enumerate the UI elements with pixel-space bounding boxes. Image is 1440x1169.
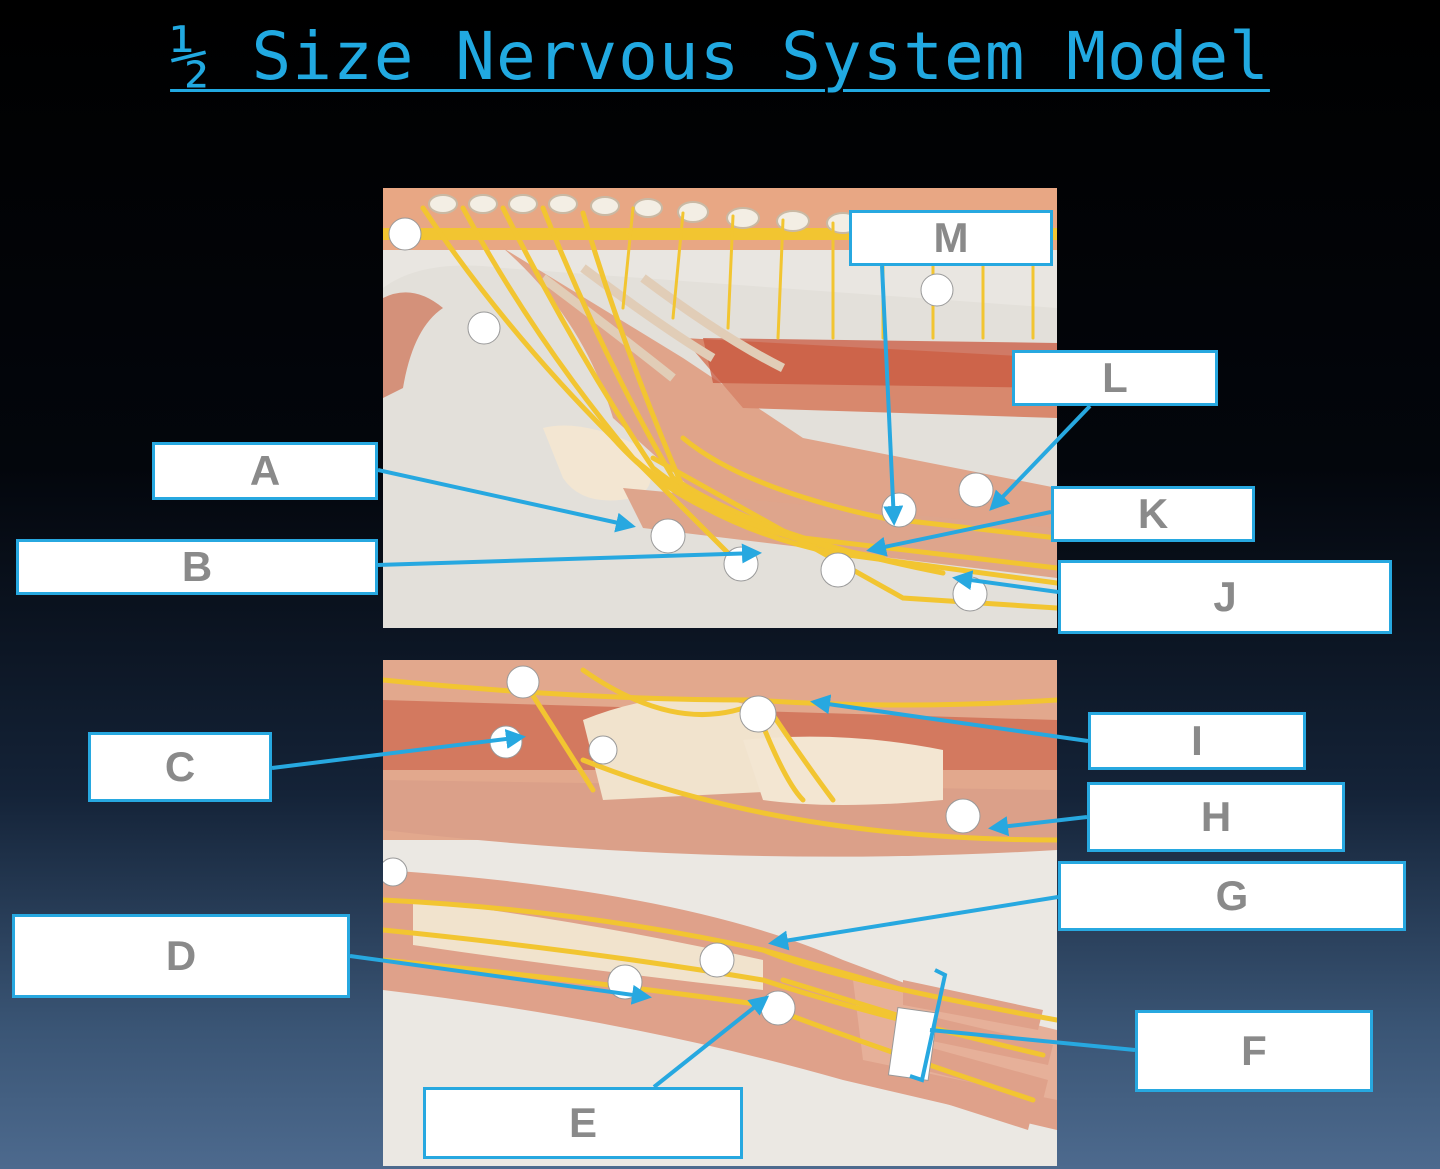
label-box-a[interactable]: A bbox=[152, 442, 378, 500]
label-box-h[interactable]: H bbox=[1087, 782, 1345, 852]
label-box-c[interactable]: C bbox=[88, 732, 272, 802]
label-box-j[interactable]: J bbox=[1058, 560, 1392, 634]
label-box-f[interactable]: F bbox=[1135, 1010, 1373, 1092]
label-box-m[interactable]: M bbox=[849, 210, 1053, 266]
label-box-k[interactable]: K bbox=[1051, 486, 1255, 542]
label-box-l[interactable]: L bbox=[1012, 350, 1218, 406]
label-box-b[interactable]: B bbox=[16, 539, 378, 595]
label-box-e[interactable]: E bbox=[423, 1087, 743, 1159]
label-box-g[interactable]: G bbox=[1058, 861, 1406, 931]
label-box-i[interactable]: I bbox=[1088, 712, 1306, 770]
label-box-d[interactable]: D bbox=[12, 914, 350, 998]
slide-title: ½ Size Nervous System Model bbox=[170, 18, 1270, 95]
